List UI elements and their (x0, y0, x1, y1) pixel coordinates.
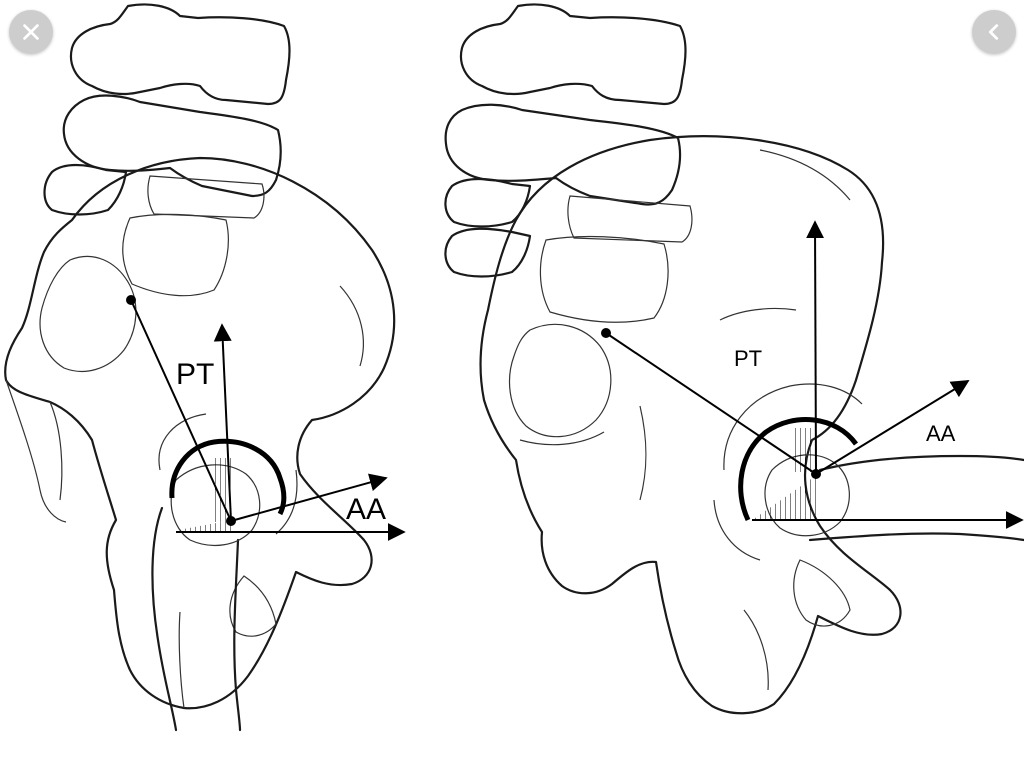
left-pelvis: PT AA (4, 3, 406, 732)
back-button[interactable] (972, 10, 1016, 54)
right-pelvis: PT AA (444, 3, 1024, 715)
left-acetabulum (158, 413, 298, 535)
left-femur (151, 464, 261, 732)
right-ilium (479, 135, 902, 715)
right-pt-label: PT (734, 346, 762, 371)
close-icon (23, 24, 39, 40)
right-lumbar-spine (444, 3, 693, 323)
close-button[interactable] (9, 10, 53, 54)
left-pt-label: PT (176, 358, 214, 391)
right-aa-label: AA (926, 421, 956, 446)
left-aa-label: AA (346, 493, 386, 526)
left-lumbar-spine (43, 3, 291, 297)
chevron-left-icon (988, 24, 999, 40)
right-acetabulum (713, 383, 863, 561)
left-measurements (126, 295, 406, 541)
right-measurements (601, 220, 1024, 529)
left-ilium (4, 156, 396, 710)
